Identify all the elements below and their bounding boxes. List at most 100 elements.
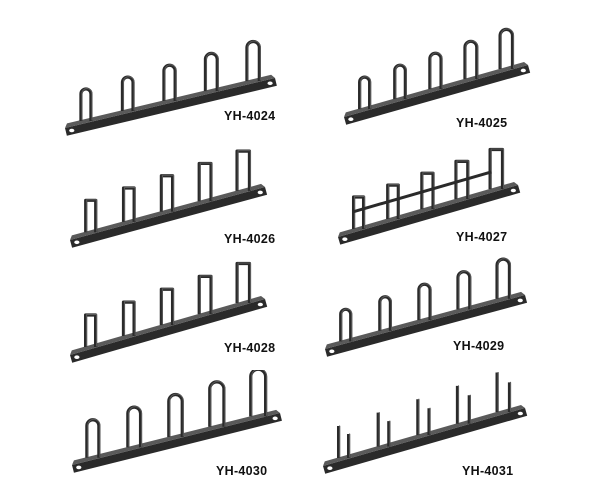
cable-ring-highlight: [237, 262, 252, 303]
cable-ring: [455, 385, 471, 424]
cable-ring-highlight: [124, 187, 136, 222]
cable-ring-highlight: [199, 275, 213, 314]
plate-top-edge: [65, 74, 275, 128]
cable-ring-highlight: [395, 64, 407, 99]
cable-manager-image: [65, 39, 277, 136]
cable-ring: [203, 51, 219, 92]
mount-hole: [267, 81, 273, 86]
mount-hole: [517, 411, 523, 416]
cable-ring-highlight: [378, 412, 391, 447]
cable-manager-image: [72, 370, 282, 473]
cable-ring-highlight: [360, 76, 372, 109]
cable-ring-highlight: [205, 52, 219, 91]
cable-ring-highlight: [161, 288, 175, 325]
cable-ring: [393, 63, 407, 100]
cable-ring-highlight: [418, 398, 431, 435]
mounting-plate: [65, 78, 277, 136]
cable-ring-highlight: [199, 162, 213, 201]
cable-ring: [488, 147, 505, 190]
cable-ring-highlight: [339, 425, 351, 458]
product-yh-4028: YH-4028: [10, 255, 310, 380]
mount-hole: [342, 237, 348, 241]
cable-ring: [120, 75, 135, 112]
cable-ring: [235, 149, 252, 191]
plate-top-edge: [325, 291, 525, 349]
mount-hole: [272, 416, 278, 421]
cable-ring-highlight: [81, 88, 93, 121]
cable-manager-bar: [338, 147, 521, 245]
product-yh-4027: YH-4027: [320, 140, 600, 265]
cable-manager-bar: [72, 370, 282, 473]
product-model-label: YH-4026: [224, 232, 276, 246]
mount-hole: [327, 466, 333, 470]
cable-ring-highlight: [86, 199, 98, 232]
cable-ring-highlight: [237, 150, 251, 191]
cable-ring-highlight: [161, 174, 175, 212]
plate-top-edge: [70, 183, 265, 240]
product-model-label: YH-4031: [462, 464, 514, 478]
cable-ring-highlight: [457, 385, 471, 424]
cable-manager-bar: [325, 257, 528, 357]
plate-top-edge: [344, 61, 528, 117]
product-yh-4025: YH-4025: [320, 20, 600, 145]
cable-ring: [197, 274, 213, 315]
cable-ring-highlight: [86, 314, 98, 347]
cable-ring: [235, 261, 252, 304]
cable-ring: [417, 282, 432, 321]
product-yh-4026: YH-4026: [10, 140, 310, 265]
cable-ring-highlight: [380, 295, 392, 331]
cable-ring: [336, 426, 351, 459]
plate-top-edge: [72, 409, 280, 465]
product-model-label: YH-4029: [453, 339, 505, 353]
cable-ring-highlight: [87, 418, 101, 458]
cable-ring-highlight: [164, 64, 177, 101]
cable-ring-highlight: [497, 371, 512, 412]
cable-manager-bar: [70, 261, 268, 363]
cable-manager-bar: [344, 27, 531, 125]
cable-ring: [495, 257, 512, 299]
cable-ring: [351, 195, 366, 229]
mounting-plate: [323, 408, 528, 474]
cable-ring: [121, 186, 136, 222]
cable-ring: [126, 405, 143, 448]
mount-hole: [76, 465, 82, 470]
product-yh-4030: YH-4030: [10, 370, 310, 495]
cable-manager-image: [338, 147, 521, 245]
cable-ring-highlight: [341, 308, 353, 341]
cable-manager-image: [325, 257, 528, 357]
product-model-label: YH-4027: [456, 230, 508, 244]
cage-rail: [353, 170, 492, 214]
cable-ring: [121, 300, 136, 337]
cable-manager-image: [70, 261, 268, 363]
product-yh-4029: YH-4029: [320, 255, 600, 380]
mounting-plate: [344, 65, 531, 125]
mounting-plate: [70, 187, 268, 248]
mounting-plate: [70, 299, 268, 363]
cable-ring-highlight: [465, 40, 479, 79]
cable-ring: [495, 372, 512, 413]
cable-ring-highlight: [497, 258, 511, 299]
cable-ring-highlight: [128, 406, 143, 447]
product-model-label: YH-4025: [456, 116, 508, 130]
mounting-plate: [72, 413, 282, 473]
cable-ring-highlight: [122, 76, 135, 111]
product-model-label: YH-4030: [216, 464, 268, 478]
cable-ring-highlight: [123, 301, 136, 336]
mounting-plate: [338, 185, 521, 245]
plate-top-edge: [70, 295, 265, 355]
cable-ring: [416, 399, 431, 436]
product-model-label: YH-4024: [224, 109, 276, 123]
mount-hole: [517, 298, 523, 303]
cable-ring: [85, 418, 101, 458]
cable-ring-highlight: [500, 28, 514, 69]
cable-ring: [84, 198, 98, 233]
cable-ring: [167, 392, 184, 438]
cable-ring-highlight: [251, 370, 268, 416]
cable-manager-image: [323, 371, 528, 474]
cable-ring-highlight: [458, 270, 472, 309]
mount-hole: [74, 240, 80, 245]
mount-hole: [348, 117, 354, 122]
product-model-label: YH-4028: [224, 341, 276, 355]
mount-hole: [74, 355, 80, 359]
cable-ring-highlight: [247, 40, 261, 81]
